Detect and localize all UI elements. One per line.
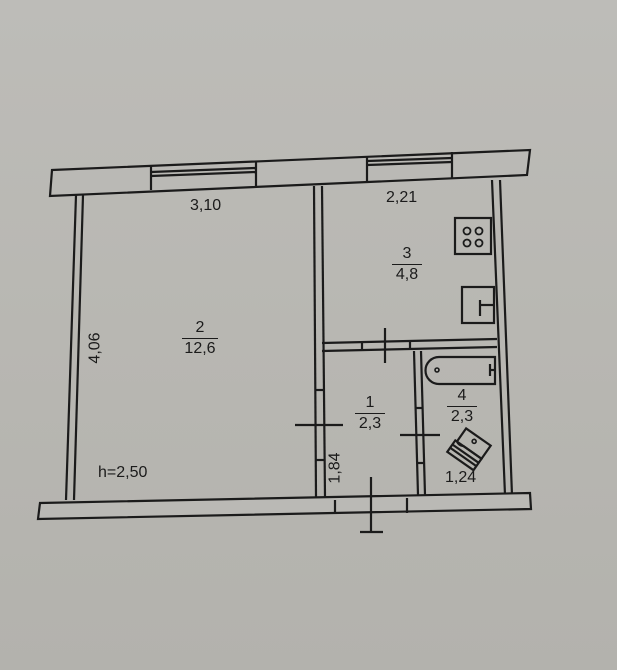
room-area: 4,8 bbox=[395, 266, 419, 283]
partition-wall-kitchen bbox=[321, 337, 498, 345]
ceiling-height-label: h=2,50 bbox=[98, 464, 148, 481]
stove-icon bbox=[453, 216, 493, 256]
bathtub-icon bbox=[424, 355, 497, 386]
room-label-4: 4 2,3 bbox=[447, 388, 477, 425]
toilet-icon bbox=[445, 426, 493, 472]
room-label-1: 1 2,3 bbox=[355, 395, 385, 432]
room-number: 4 bbox=[447, 388, 477, 407]
dimension-room2-length: 4,06 bbox=[86, 332, 104, 364]
room-area: 2,3 bbox=[450, 408, 474, 425]
left-wall bbox=[64, 194, 78, 501]
window-left-icon bbox=[149, 161, 258, 190]
room-label-3: 3 4,8 bbox=[392, 246, 422, 283]
right-wall bbox=[490, 179, 507, 496]
room-label-2: 2 12,6 bbox=[182, 320, 218, 357]
dimension-room2-width: 3,10 bbox=[190, 197, 222, 214]
sink-icon bbox=[460, 285, 496, 325]
partition-wall-1-4 bbox=[412, 350, 420, 496]
room-number: 3 bbox=[392, 246, 422, 265]
dimension-room4-width: 1,24 bbox=[445, 469, 477, 486]
door-mark-icon bbox=[295, 328, 440, 534]
room-number: 1 bbox=[355, 395, 385, 414]
room-area: 2,3 bbox=[358, 415, 382, 432]
top-exterior-wall bbox=[48, 148, 532, 198]
dimension-room3-width: 2,21 bbox=[386, 189, 418, 206]
dimension-room1-length: 1,84 bbox=[326, 452, 344, 484]
bottom-exterior-wall bbox=[36, 491, 533, 521]
room-number: 2 bbox=[182, 320, 218, 339]
partition-wall-2-3 bbox=[312, 185, 318, 498]
room-area: 12,6 bbox=[184, 340, 216, 357]
window-right-icon bbox=[365, 152, 454, 181]
